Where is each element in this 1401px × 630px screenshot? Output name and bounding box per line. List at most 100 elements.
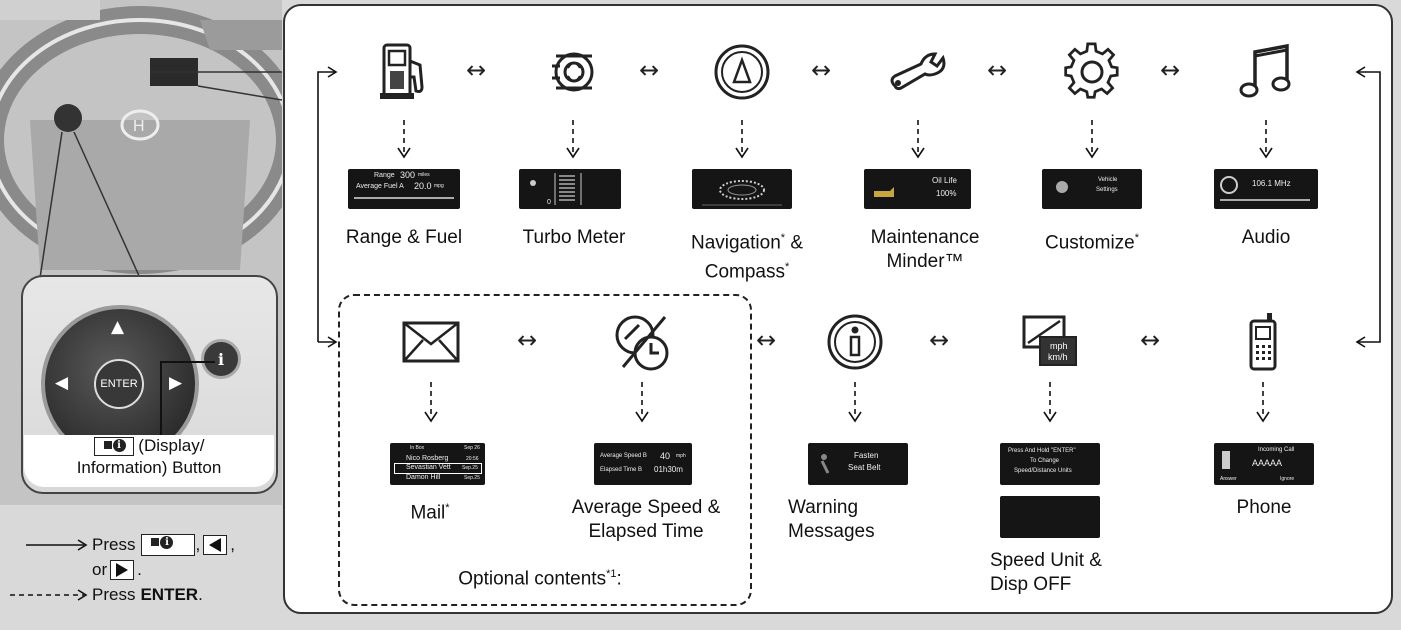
bidir-arrow-9: ↔ — [1140, 326, 1161, 354]
info-icon: i — [217, 349, 225, 369]
phone-screen: Incoming Call AAAAA Answer Ignore — [1214, 443, 1314, 485]
caller-name: AAAAA — [1252, 458, 1283, 468]
legend-enter-word: ENTER — [140, 584, 199, 604]
cellphone-icon — [1232, 311, 1294, 373]
fuel-pump-icon — [373, 41, 435, 103]
audio-frequency: 106.1 MHz — [1252, 179, 1291, 188]
mail-row-name-2: Sevastian Vett — [406, 464, 451, 471]
avg-speed-elapsed-label: Average Speed &Elapsed Time — [571, 497, 721, 542]
mail-row-date-3: Sep.25 — [464, 475, 480, 481]
navigation-compass-label: Navigation* & Compass* — [690, 232, 803, 283]
right-arrow-icon[interactable]: ▶ — [169, 373, 183, 393]
audio-screen: 106.1 MHz — [1214, 169, 1318, 209]
customize-label: Customize* — [1044, 232, 1140, 254]
steering-wheel-photo: H — [0, 0, 282, 505]
screen-range-label: Range — [374, 172, 395, 179]
enter-button[interactable]: ENTER — [94, 359, 144, 409]
bidir-arrow-5: ↔ — [1160, 56, 1181, 84]
bidir-arrow-6: ↔ — [517, 326, 538, 354]
speed-unit-line-1: Press And Hold "ENTER" — [1008, 448, 1076, 454]
display-info-button[interactable]: i — [201, 339, 241, 379]
mail-inbox-label: In Box — [410, 445, 425, 451]
elapsed-time-value: 01h30m — [654, 465, 683, 474]
bidir-arrow-4: ↔ — [987, 56, 1008, 84]
phone-label: Phone — [1236, 497, 1292, 518]
info-circle-icon — [824, 311, 886, 373]
dashed-arrow-icon — [10, 588, 88, 601]
legend-dashed-row: Press ENTER. — [8, 582, 278, 607]
display-cycle-panel — [283, 4, 1393, 614]
turbo-icon — [542, 41, 604, 103]
speed-unit-line-2: To Change — [1030, 458, 1060, 464]
left-arrow-icon[interactable]: ◀ — [55, 373, 69, 393]
bidir-arrow-3: ↔ — [811, 56, 832, 84]
ignore-label: Ignore — [1280, 476, 1295, 482]
incoming-call-label: Incoming Call — [1258, 447, 1295, 453]
legend-period-2: . — [198, 584, 203, 604]
display-info-button-icon — [93, 437, 134, 457]
mail-header-date: Sep 26 — [464, 445, 480, 451]
elapsed-time-label: Elapsed Time B — [600, 467, 643, 473]
maintenance-screen: Oil Life 100% — [864, 169, 971, 209]
mph-kmh-icon: mph km/h — [1019, 311, 1081, 373]
warning-line-2: Seat Belt — [848, 463, 881, 472]
mail-row-date-1: 20:56 — [466, 456, 479, 462]
button-caption: (Display/ Information) Button — [24, 435, 274, 487]
mail-screen: In Box Sep 26 Nico Rosberg 20:56 Sevasti… — [390, 443, 485, 485]
bidir-arrow-7: ↔ — [756, 326, 777, 354]
turbo-zero: 0 — [547, 199, 551, 206]
button-caption-line1: (Display/ — [138, 436, 205, 455]
legend-solid-row: Press , , — [8, 532, 278, 557]
bidir-arrow-8: ↔ — [929, 326, 950, 354]
avg-speed-value: 40 — [660, 451, 671, 461]
range-fuel-screen: Range 300 miles Average Fuel A 20.0 mpg — [348, 169, 460, 209]
bidir-arrow-1: ↔ — [466, 56, 487, 84]
optional-contents-box — [338, 294, 752, 606]
speed-unit-line-3: Speed/Distance Units — [1014, 468, 1072, 474]
nav-screen — [692, 169, 792, 209]
bidir-arrow-2: ↔ — [639, 56, 660, 84]
legend-press-label: Press — [92, 534, 136, 554]
mail-label: Mail* — [410, 502, 450, 524]
svg-text:km/h: km/h — [1048, 352, 1068, 362]
mail-row-date-2: Sep.25 — [462, 465, 478, 471]
display-info-button-icon — [141, 533, 196, 556]
oil-life-label: Oil Life — [932, 176, 957, 185]
oil-life-value: 100% — [936, 189, 957, 198]
speed-timer-icon — [611, 311, 673, 373]
mail-row-name-3: Damon Hill — [406, 474, 441, 481]
screen-avg-label: Average Fuel A — [356, 183, 404, 190]
warning-line-1: Fasten — [854, 451, 879, 460]
legend: Press , , or . Press ENTER. — [8, 532, 278, 607]
avg-speed-screen: Average Speed B 40 mph Elapsed Time B 01… — [594, 443, 692, 485]
legend-or-label: or — [92, 559, 108, 579]
screen-range-value: 300 — [400, 170, 416, 180]
audio-label: Audio — [1241, 227, 1291, 248]
range-fuel-label: Range & Fuel — [345, 227, 463, 248]
up-arrow-icon[interactable]: ▲ — [111, 317, 125, 337]
turbo-meter-label: Turbo Meter — [522, 227, 626, 248]
turbo-screen: 0 — [519, 169, 621, 209]
left-triangle-icon — [203, 534, 228, 555]
legend-or-row: or . — [8, 557, 278, 582]
vehicle-label: Vehicle — [1098, 177, 1118, 183]
svg-text:H: H — [133, 118, 145, 135]
settings-label: Settings — [1096, 187, 1118, 193]
music-note-icon — [1235, 41, 1297, 103]
warning-screen: Fasten Seat Belt — [808, 443, 908, 485]
button-caption-line2: Information) Button — [76, 458, 222, 477]
avg-speed-unit: mph — [676, 453, 686, 459]
callout-line — [160, 361, 215, 437]
compass-icon — [711, 41, 773, 103]
disp-off-screen — [1000, 496, 1100, 538]
mail-row-name-1: Nico Rosberg — [406, 455, 449, 462]
solid-arrow-icon — [26, 538, 88, 551]
speed-unit-disp-off-label: Speed Unit &Disp OFF — [990, 550, 1102, 595]
legend-period: . — [137, 559, 142, 579]
gear-icon — [1061, 41, 1123, 103]
screen-avg-value: 20.0 — [414, 181, 432, 191]
speed-unit-screen: Press And Hold "ENTER" To Change Speed/D… — [1000, 443, 1100, 485]
wrench-icon — [886, 41, 948, 103]
